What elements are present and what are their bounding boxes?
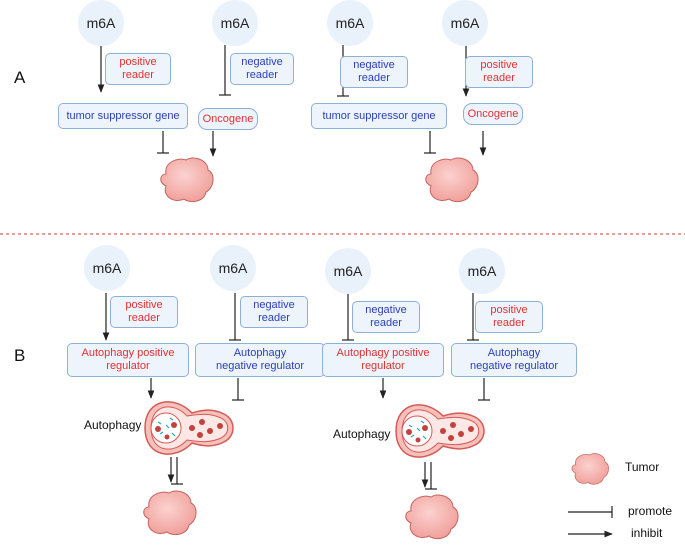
reader-negative: negative reader bbox=[230, 53, 294, 85]
tumor-icon bbox=[405, 494, 459, 540]
legend-inhibit-label: inhibit bbox=[631, 526, 663, 540]
reader-positive: positive reader bbox=[110, 296, 178, 328]
tumor-suppressor-gene-box: tumor suppressor gene bbox=[311, 103, 447, 129]
tumor-suppressor-gene-box: tumor suppressor gene bbox=[58, 103, 188, 129]
autophagy-cell-2 bbox=[395, 404, 485, 458]
reader-negative: negative reader bbox=[240, 296, 308, 328]
m6a-node: m6A bbox=[84, 245, 130, 291]
panel-b-connectors bbox=[102, 293, 490, 490]
autophagy-label: Autophagy bbox=[333, 427, 391, 441]
legend-symbols bbox=[568, 506, 613, 538]
reader-positive: positive reader bbox=[475, 301, 543, 333]
autophagy-label: Autophagy bbox=[84, 418, 142, 432]
section-label-a: A bbox=[14, 68, 26, 87]
m6a-node: m6A bbox=[325, 248, 371, 294]
autophagy-cell-1 bbox=[144, 401, 234, 455]
tumors bbox=[143, 157, 609, 540]
section-label-b: B bbox=[14, 346, 26, 365]
oncogene-box: Oncogene bbox=[463, 103, 523, 125]
tumor-icon bbox=[143, 490, 197, 536]
autophagy-positive-regulator-box: Autophagy positive regulator bbox=[67, 343, 189, 377]
tumor-icon bbox=[160, 157, 214, 203]
m6a-node: m6A bbox=[210, 245, 256, 291]
reader-negative: negative reader bbox=[340, 56, 408, 88]
autophagy-positive-regulator-box: Autophagy positive regulator bbox=[322, 343, 444, 377]
autophagy-negative-regulator-box: Autophagy negative regulator bbox=[451, 343, 577, 377]
legend-tumor-label: Tumor bbox=[625, 460, 660, 474]
reader-positive: positive reader bbox=[465, 56, 533, 88]
m6a-node: m6A bbox=[442, 0, 488, 46]
m6a-node: m6A bbox=[212, 0, 258, 46]
reader-positive: positive reader bbox=[105, 53, 171, 85]
legend-promote-label: promote bbox=[628, 504, 673, 518]
m6a-node: m6A bbox=[459, 248, 505, 294]
m6a-node: m6A bbox=[78, 0, 124, 46]
reader-negative: negative reader bbox=[352, 301, 420, 333]
legend-tumor-icon bbox=[571, 453, 609, 485]
m6a-node: m6A bbox=[327, 0, 373, 46]
tumor-icon bbox=[425, 157, 479, 203]
oncogene-box: Oncogene bbox=[198, 108, 258, 130]
autophagy-negative-regulator-box: Autophagy negative regulator bbox=[195, 343, 325, 377]
